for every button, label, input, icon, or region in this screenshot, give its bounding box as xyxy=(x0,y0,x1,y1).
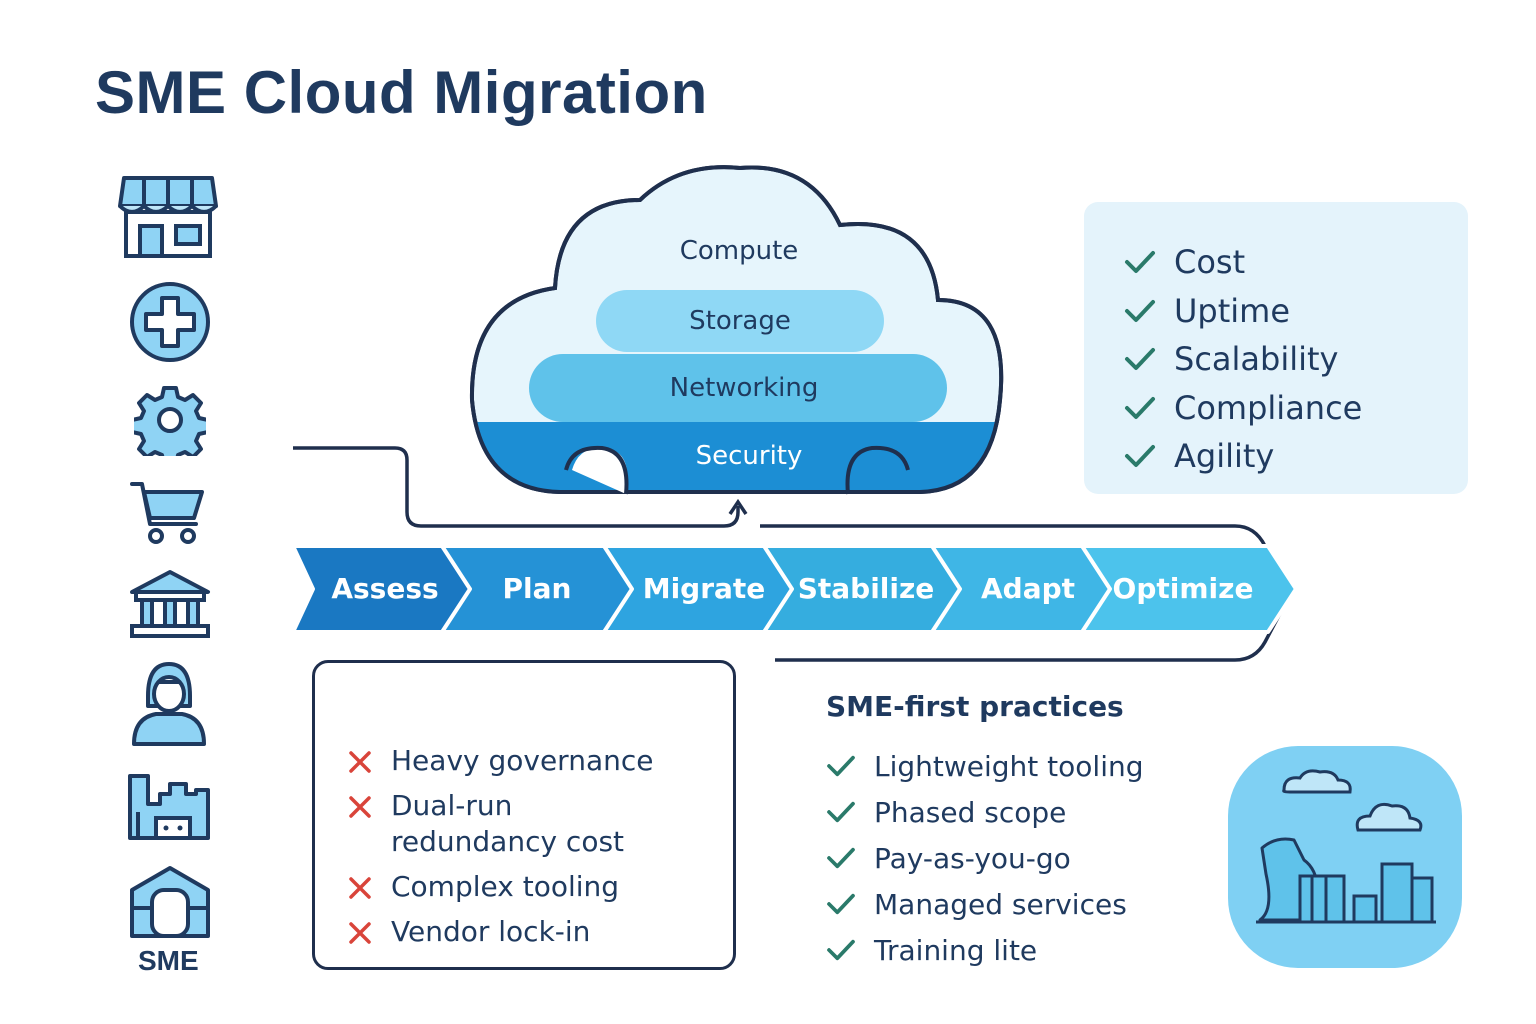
check-icon xyxy=(827,893,855,915)
check-icon xyxy=(1125,396,1155,419)
check-icon xyxy=(1125,445,1155,468)
cross-icon xyxy=(349,877,371,899)
sme-label: SME xyxy=(138,945,199,976)
practice-item: Lightweight tooling xyxy=(826,743,1144,789)
input-connector xyxy=(293,446,740,528)
bank-icon xyxy=(130,570,210,638)
risk-item: Dual-run redundancy cost xyxy=(347,788,687,860)
risk-item: Vendor lock-in xyxy=(347,914,687,950)
cross-icon xyxy=(349,751,371,773)
check-icon xyxy=(1125,348,1155,371)
benefit-item: Uptime xyxy=(1124,287,1362,336)
cloud-layer-networking: Networking xyxy=(669,373,819,403)
cross-icon xyxy=(349,922,371,944)
storage-layer xyxy=(596,290,884,352)
benefits-list: Cost Uptime Scalability Compliance Agili… xyxy=(1124,238,1362,481)
benefit-item: Compliance xyxy=(1124,384,1362,433)
risks-list: Heavy governance Dual-run redundancy cos… xyxy=(347,743,687,959)
page-title: SME Cloud Migration xyxy=(95,59,708,126)
cloud-layer-storage: Storage xyxy=(689,306,791,336)
stage-migrate: Migrate xyxy=(642,572,766,605)
practices-heading: SME-first practices xyxy=(826,690,1124,723)
shopping-cart-icon xyxy=(130,482,204,544)
cloud-layer-security: Security xyxy=(695,441,803,471)
check-icon xyxy=(827,801,855,823)
stage-assess: Assess xyxy=(331,572,439,605)
risk-item: Complex tooling xyxy=(347,869,687,905)
practice-item: Pay-as-you-go xyxy=(826,835,1144,881)
practice-item: Training lite xyxy=(826,927,1144,973)
factory-icon xyxy=(128,774,210,840)
check-icon xyxy=(827,847,855,869)
benefits-panel: Cost Uptime Scalability Compliance Agili… xyxy=(1084,202,1468,494)
benefit-item: Cost xyxy=(1124,238,1362,287)
gear-icon xyxy=(134,386,206,456)
medical-cross-icon xyxy=(130,282,210,362)
check-icon xyxy=(827,939,855,961)
city-illustration-icon xyxy=(1228,746,1462,968)
risk-item: Heavy governance xyxy=(347,743,687,779)
practice-item: Phased scope xyxy=(826,789,1144,835)
check-icon xyxy=(827,755,855,777)
stage-optimize: Optimize xyxy=(1112,572,1254,605)
home-office-icon xyxy=(130,866,210,938)
connector-arrowhead xyxy=(728,498,748,515)
cloud-layer-compute: Compute xyxy=(679,236,799,266)
practices-list: Lightweight tooling Phased scope Pay-as-… xyxy=(826,743,1144,973)
practices-section: SME-first practices Lightweight tooling … xyxy=(826,690,1144,973)
practice-item: Managed services xyxy=(826,881,1144,927)
stage-adapt: Adapt xyxy=(980,572,1076,605)
cross-icon xyxy=(349,796,371,818)
storefront-icon xyxy=(118,176,218,258)
person-icon xyxy=(132,662,206,746)
benefit-item: Agility xyxy=(1124,432,1362,481)
benefit-item: Scalability xyxy=(1124,335,1362,384)
networking-layer xyxy=(529,354,947,422)
stage-chevron-optimize xyxy=(1080,544,1298,634)
risks-box: Heavy governance Dual-run redundancy cos… xyxy=(312,660,736,970)
stage-plan: Plan xyxy=(502,572,572,605)
stage-stabilize: Stabilize xyxy=(797,572,935,605)
check-icon xyxy=(1125,299,1155,322)
check-icon xyxy=(1125,251,1155,274)
